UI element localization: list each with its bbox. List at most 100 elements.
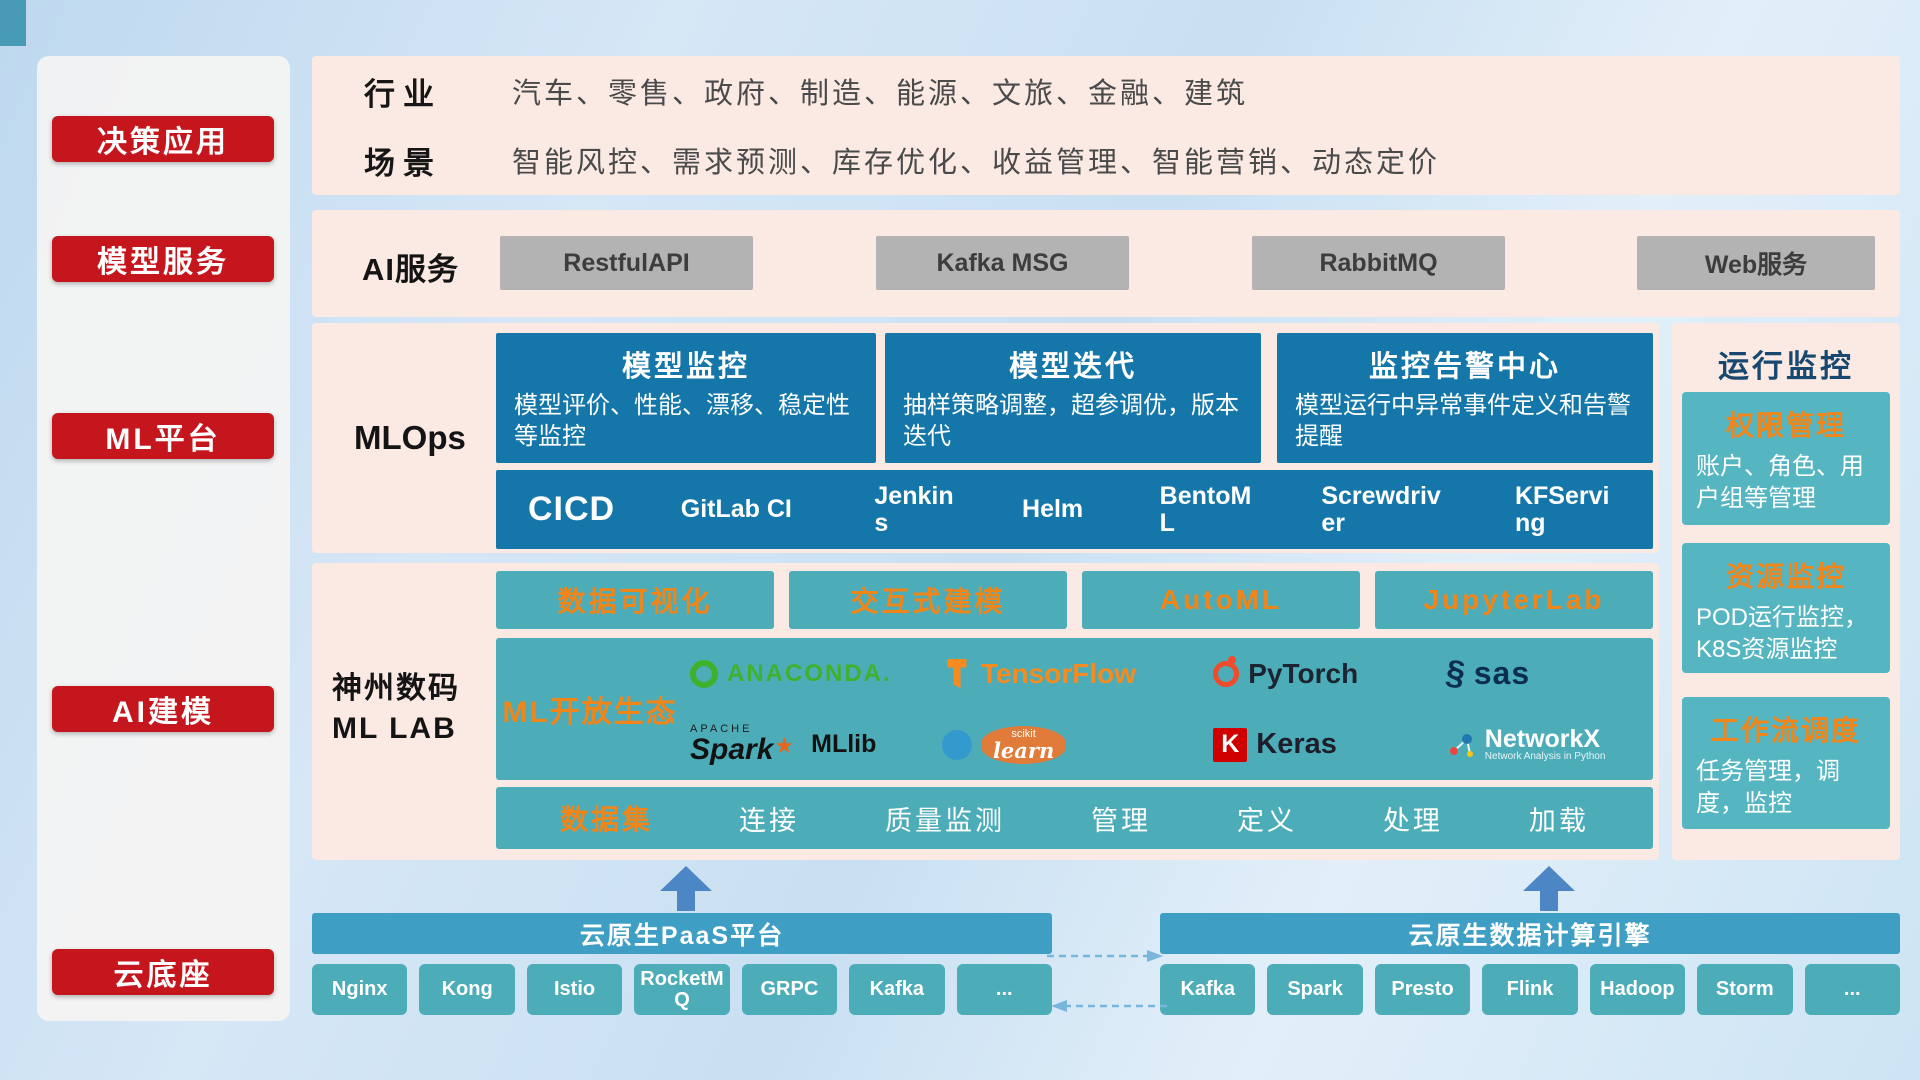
- service-restfulapi-button[interactable]: RestfulAPI: [500, 236, 753, 290]
- scikit-learn-logo: scikit learn: [936, 725, 1207, 764]
- mlops-label: MLOps: [354, 419, 466, 456]
- paas-components: Nginx Kong Istio RocketMQ GRPC Kafka ...: [312, 964, 1052, 1015]
- ai-service-panel: AI服务 RestfulAPI Kafka MSG RabbitMQ Web服务: [312, 210, 1900, 317]
- industry-line: 行业 汽车、零售、政府、制造、能源、文旅、金融、建筑: [364, 69, 1900, 114]
- card-title: 权限管理: [1725, 410, 1846, 441]
- cicd-label: CICD: [528, 490, 616, 528]
- industry-list: 汽车、零售、政府、制造、能源、文旅、金融、建筑: [512, 78, 1249, 110]
- pytorch-icon: [1213, 655, 1240, 687]
- feature-jupyterlab[interactable]: JupyterLab: [1375, 571, 1653, 629]
- dataset-item-connect: 连接: [739, 805, 799, 836]
- tool-kfserving: KFServing: [1514, 482, 1610, 537]
- tensorflow-logo: TensorFlow: [936, 658, 1207, 690]
- up-arrow-icon: [1523, 866, 1575, 911]
- chip-storm[interactable]: Storm: [1697, 964, 1793, 1015]
- keras-logo: K Keras: [1207, 727, 1440, 762]
- card-desc: POD运行监控，K8S资源监控: [1696, 604, 1869, 664]
- card-desc: 任务管理，调度，监控: [1696, 758, 1840, 818]
- chip-grpc[interactable]: GRPC: [741, 964, 838, 1015]
- chip-kong[interactable]: Kong: [419, 964, 515, 1015]
- chip-hadoop[interactable]: Hadoop: [1589, 964, 1686, 1015]
- sas-text: sas: [1473, 655, 1531, 691]
- chip-flink[interactable]: Flink: [1482, 964, 1578, 1015]
- dataset-item-process: 处理: [1382, 805, 1443, 836]
- service-kafka-msg-button[interactable]: Kafka MSG: [876, 236, 1129, 290]
- sidebar-item-ml-platform[interactable]: ML平台: [52, 413, 274, 459]
- sas-icon: §: [1443, 652, 1468, 694]
- cicd-bar: CICD GitLab CI Jenkins Helm BentoML Scre…: [496, 470, 1653, 549]
- ml-lab-panel: 神州数码 ML LAB 数据可视化 交互式建模 AutoML JupyterLa…: [312, 563, 1659, 860]
- chip-more[interactable]: ...: [1804, 964, 1900, 1015]
- dashed-arrow-right-icon: [1147, 950, 1163, 962]
- card-desc: 模型评价、性能、漂移、稳定性等监控: [514, 392, 850, 451]
- scikit-learn-blob: scikit learn: [980, 725, 1067, 764]
- networkx-text: NetworkX: [1484, 725, 1601, 754]
- sidebar-item-cloud-base[interactable]: 云底座: [52, 949, 274, 995]
- chip-nginx[interactable]: Nginx: [312, 964, 408, 1015]
- dataset-item-quality: 质量监测: [884, 805, 1005, 836]
- scikit-learn-icon: [941, 729, 972, 760]
- chip-more[interactable]: ...: [956, 964, 1052, 1015]
- workflow-scheduling-card: 工作流调度 任务管理，调度，监控: [1682, 697, 1890, 829]
- sidebar-item-model-service[interactable]: 模型服务: [52, 236, 274, 282]
- apache-text: APACHE: [690, 723, 753, 735]
- spark-mllib-logo: APACHE Spark ★ MLlib: [684, 724, 936, 765]
- tool-gitlab-ci: GitLab CI: [680, 495, 792, 524]
- service-rabbitmq-button[interactable]: RabbitMQ: [1252, 236, 1505, 290]
- chip-kafka[interactable]: Kafka: [1160, 964, 1256, 1015]
- chip-kafka[interactable]: Kafka: [849, 964, 945, 1015]
- runtime-monitor-title: 运行监控: [1718, 349, 1854, 384]
- tool-jenkins: Jenkins: [874, 482, 954, 537]
- eco-logo-grid: ANACONDA. TensorFlow PyTorch § sas APACH…: [684, 638, 1653, 780]
- dataset-item-load: 加载: [1528, 805, 1589, 836]
- permission-management-card: 权限管理 账户、角色、用户组等管理: [1682, 392, 1890, 525]
- anaconda-logo: ANACONDA.: [684, 659, 936, 688]
- mlops-panel: MLOps 模型监控 模型评价、性能、漂移、稳定性等监控 模型迭代 抽样策略调整…: [312, 323, 1659, 553]
- tensorflow-icon: [947, 658, 967, 689]
- sidebar-item-ai-modeling[interactable]: AI建模: [52, 686, 274, 732]
- card-desc: 抽样策略调整，超参调优，版本迭代: [903, 392, 1239, 451]
- service-web-button[interactable]: Web服务: [1637, 236, 1875, 290]
- pytorch-logo: PyTorch: [1207, 655, 1440, 690]
- card-desc: 模型运行中异常事件定义和告警提醒: [1295, 392, 1631, 451]
- networkx-icon: [1449, 733, 1473, 757]
- tool-bentoml: BentoML: [1159, 482, 1252, 537]
- ml-ecosystem-box: ML开放生态 ANACONDA. TensorFlow PyTorch § sa…: [496, 638, 1653, 780]
- paas-platform-bar: 云原生PaaS平台: [312, 913, 1052, 954]
- chip-istio[interactable]: Istio: [526, 964, 623, 1015]
- dataset-item-manage: 管理: [1090, 805, 1151, 836]
- scenario-list: 智能风控、需求预测、库存优化、收益管理、智能营销、动态定价: [512, 147, 1441, 179]
- spark-wordmark: APACHE Spark ★: [690, 724, 794, 765]
- ml-lab-label: 神州数码 ML LAB: [332, 669, 460, 749]
- ai-service-label: AI服务: [362, 252, 459, 287]
- anaconda-icon: [690, 659, 718, 688]
- runtime-monitor-panel: 运行监控 权限管理 账户、角色、用户组等管理 资源监控 POD运行监控，K8S资…: [1672, 323, 1900, 860]
- dataset-bar: 数据集 连接 质量监测 管理 定义 处理 加载: [496, 787, 1653, 849]
- scikit-text: scikit: [1011, 727, 1036, 740]
- tensorflow-text: TensorFlow: [980, 657, 1136, 689]
- networkx-logo: NetworkX Network Analysis in Python: [1440, 726, 1653, 763]
- chip-rocketmq[interactable]: RocketMQ: [634, 964, 730, 1015]
- feature-interactive-modeling[interactable]: 交互式建模: [789, 571, 1067, 629]
- dashed-arrow-left-icon: [1051, 1000, 1067, 1012]
- eco-label: ML开放生态: [502, 696, 678, 729]
- scenario-label: 场景: [364, 145, 442, 181]
- model-iteration-card: 模型迭代 抽样策略调整，超参调优，版本迭代: [885, 333, 1261, 463]
- up-arrow-icon: [660, 866, 712, 911]
- card-title: 工作流调度: [1710, 715, 1861, 746]
- industry-label: 行业: [364, 76, 442, 112]
- feature-automl[interactable]: AutoML: [1082, 571, 1360, 629]
- chip-presto[interactable]: Presto: [1374, 964, 1471, 1015]
- feature-data-visualization[interactable]: 数据可视化: [496, 571, 774, 629]
- background-decor: [0, 0, 26, 46]
- ml-lab-label-line2: ML LAB: [332, 712, 457, 745]
- chip-spark[interactable]: Spark: [1267, 964, 1363, 1015]
- sidebar: [37, 56, 290, 1021]
- ml-lab-features: 数据可视化 交互式建模 AutoML JupyterLab: [496, 571, 1653, 629]
- model-monitoring-card: 模型监控 模型评价、性能、漂移、稳定性等监控: [496, 333, 876, 463]
- industry-scenario-panel: 行业 汽车、零售、政府、制造、能源、文旅、金融、建筑 场景 智能风控、需求预测、…: [312, 56, 1900, 195]
- spark-star-icon: ★: [774, 733, 795, 758]
- data-engine-bar: 云原生数据计算引擎: [1160, 913, 1900, 954]
- sidebar-item-decision-application[interactable]: 决策应用: [52, 116, 274, 162]
